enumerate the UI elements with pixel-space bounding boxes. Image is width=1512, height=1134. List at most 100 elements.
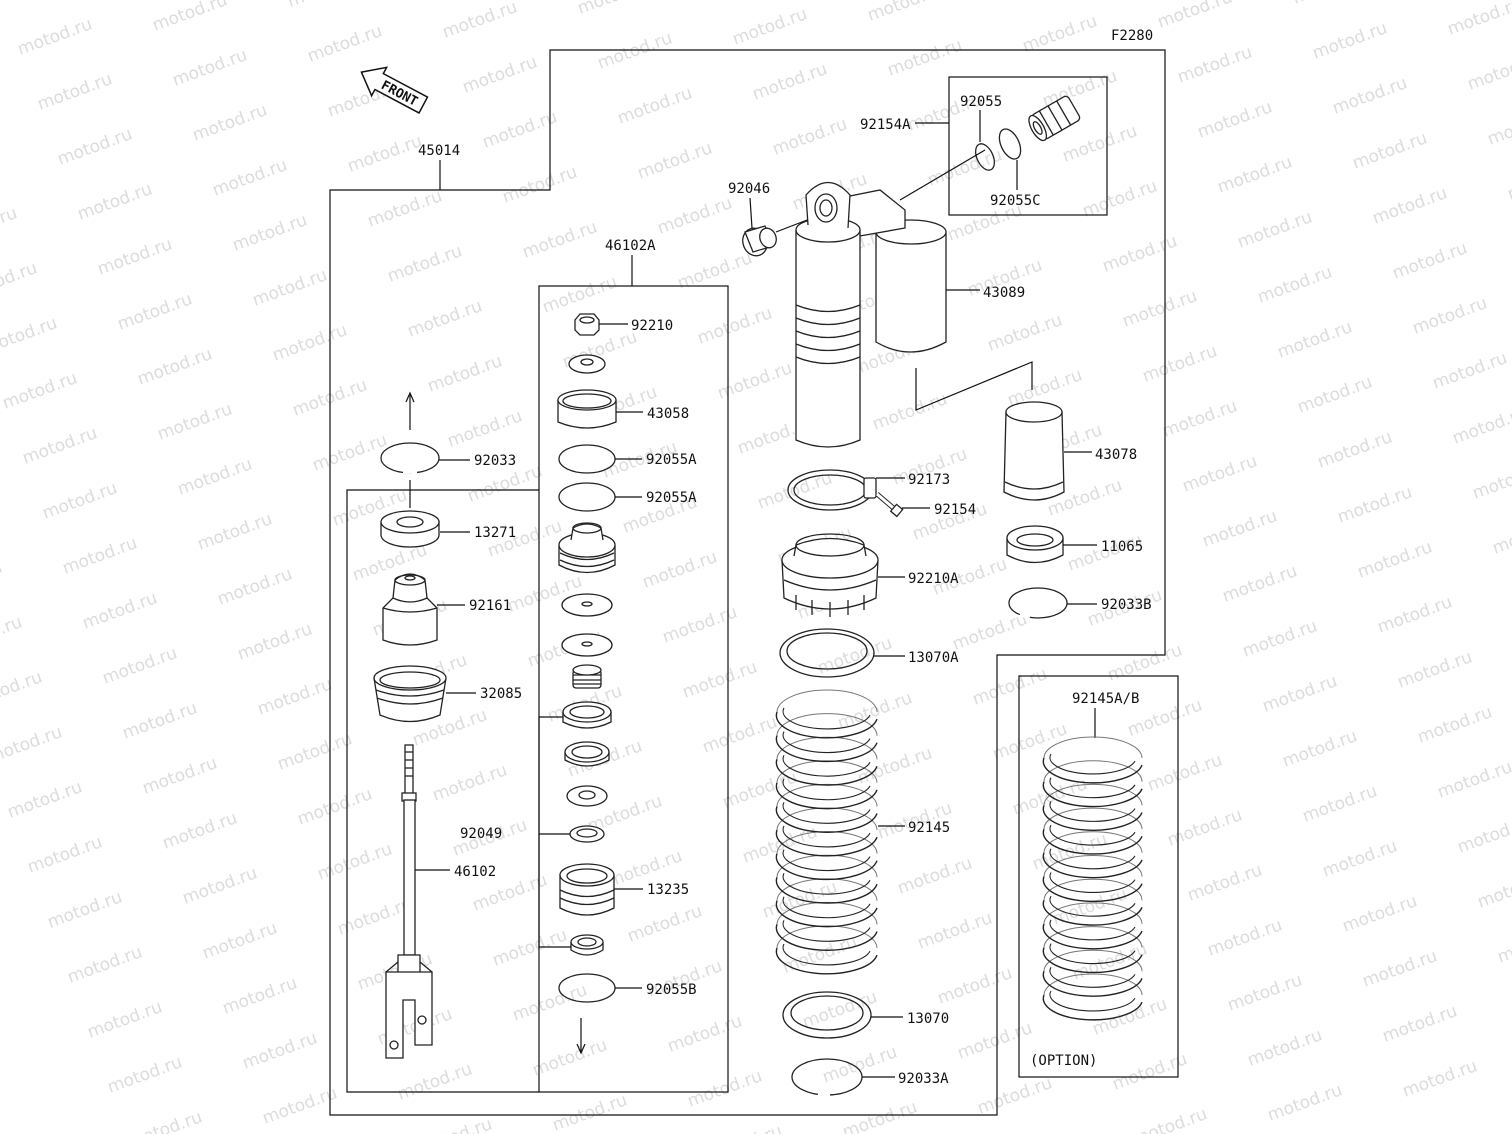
- spring-coil-front: [775, 853, 878, 881]
- label-92055a-1: 92055A: [646, 452, 697, 468]
- part-shim-stack: [572, 664, 602, 689]
- watermark-text: motod.ru: [310, 430, 390, 475]
- watermark-text: motod.ru: [1375, 592, 1455, 637]
- part-43078-reservoir-cap: [1003, 401, 1065, 501]
- watermark-text: motod.ru: [1360, 946, 1440, 991]
- watermark-text: motod.ru: [730, 4, 810, 49]
- spring-coil-back: [1043, 831, 1143, 853]
- watermark-text: motod.ru: [625, 901, 705, 946]
- watermark-text: motod.ru: [190, 100, 270, 145]
- watermark-text: motod.ru: [0, 368, 80, 413]
- watermark-text: motod.ru: [1445, 0, 1512, 40]
- watermark-text: motod.ru: [1295, 372, 1375, 417]
- label-92055: 92055: [960, 94, 1002, 110]
- label-45014: 45014: [418, 143, 460, 159]
- part-shim-1: [561, 593, 613, 617]
- watermark-text: motod.ru: [1090, 994, 1170, 1039]
- watermark-text: motod.ru: [750, 59, 830, 104]
- spring-coil-inner: [782, 707, 871, 730]
- watermark-text: motod.ru: [1165, 805, 1245, 850]
- spring-coil-inner: [782, 896, 871, 919]
- label-92161: 92161: [469, 598, 511, 614]
- spring-coil-inner: [1049, 801, 1136, 822]
- spring-coil-front: [1042, 828, 1143, 855]
- part-92210a-castle-nut: [781, 533, 879, 617]
- part-43058-bush: [557, 389, 617, 429]
- watermark-text: motod.ru: [35, 69, 115, 114]
- watermark-text: motod.ru: [1060, 121, 1140, 166]
- watermark-text: motod.ru: [635, 138, 715, 183]
- watermark-text: motod.ru: [1355, 537, 1435, 582]
- watermark-text: motod.ru: [1245, 1025, 1325, 1070]
- spring-coil-inner: [1049, 824, 1136, 846]
- watermark-text: motod.ru: [680, 657, 760, 702]
- watermark-text: motod.ru: [1455, 812, 1512, 857]
- watermark-text: motod.ru: [415, 1114, 495, 1134]
- label-92210a: 92210A: [908, 571, 959, 587]
- watermark-text: motod.ru: [1000, 0, 1080, 2]
- group-frame-46102a: [538, 285, 729, 1093]
- part-92033-snap-ring: [380, 442, 440, 474]
- part-92046-bearing: [742, 225, 777, 257]
- watermark-text: motod.ru: [60, 533, 140, 578]
- part-92173-clamp: [787, 469, 877, 511]
- watermark-text: motod.ru: [150, 0, 230, 36]
- watermark-text: motod.ru: [1220, 561, 1300, 606]
- spring-coil-front: [1042, 994, 1143, 1021]
- spring-coil-inner: [1049, 753, 1136, 775]
- watermark-text: motod.ru: [530, 1035, 610, 1080]
- watermark-text: motod.ru: [705, 1121, 785, 1134]
- spring-coil-front: [775, 900, 878, 928]
- spring-coil-front: [1042, 852, 1143, 879]
- watermark-text: motod.ru: [45, 887, 125, 932]
- watermark-text: motod.ru: [510, 980, 590, 1025]
- spring-coil-inner: [782, 825, 871, 848]
- watermark-text: motod.ru: [550, 1090, 630, 1134]
- spring-coil-inner: [1049, 943, 1136, 965]
- watermark-text: motod.ru: [500, 162, 580, 207]
- label-92154a: 92154A: [860, 117, 911, 133]
- part-washer-mid: [566, 785, 608, 807]
- label-92154: 92154: [934, 502, 976, 518]
- watermark-text: motod.ru: [1120, 286, 1200, 331]
- spring-coil-front: [775, 947, 878, 975]
- spring-coil-inner: [1049, 990, 1136, 1012]
- watermark-text: motod.ru: [1400, 1056, 1480, 1101]
- watermark-text: motod.ru: [1235, 207, 1315, 252]
- watermark-text: motod.ru: [75, 179, 155, 224]
- spring-coil-front: [1042, 947, 1143, 974]
- part-washer-top: [568, 354, 606, 374]
- label-92033a: 92033A: [898, 1071, 949, 1087]
- watermark-text: motod.ru: [970, 664, 1050, 709]
- part-92145ab-spring: [1042, 736, 1143, 1021]
- spring-coil-back: [1043, 949, 1143, 972]
- spring-coil-front: [775, 758, 878, 786]
- watermark-text: motod.ru: [640, 547, 720, 592]
- spring-coil-inner: [782, 849, 871, 872]
- spring-coil-back: [1043, 736, 1143, 759]
- watermark-text: motod.ru: [575, 0, 655, 19]
- watermark-text: motod.ru: [1260, 671, 1340, 716]
- option-frame: [1018, 675, 1179, 1078]
- label-92210: 92210: [631, 318, 673, 334]
- spring-coil-inner: [782, 802, 871, 824]
- watermark-text: motod.ru: [0, 667, 45, 712]
- part-92145-spring: [775, 689, 878, 975]
- watermark-text: motod.ru: [715, 358, 795, 403]
- watermark-text: motod.ru: [1290, 0, 1370, 9]
- watermark-text: motod.ru: [1280, 726, 1360, 771]
- spring-coil-inner: [1049, 872, 1136, 893]
- label-43058: 43058: [647, 406, 689, 422]
- part-92055a-oring-2: [558, 482, 616, 512]
- watermark-text: motod.ru: [1275, 317, 1355, 362]
- watermark-text: motod.ru: [275, 729, 355, 774]
- watermark-text: motod.ru: [0, 0, 75, 5]
- spring-coil-inner: [782, 943, 871, 966]
- spring-coil-back: [1043, 760, 1143, 782]
- spring-coil-front: [775, 711, 878, 739]
- watermark-text: motod.ru: [135, 344, 215, 389]
- label-92033: 92033: [474, 453, 516, 469]
- watermark-text: motod.ru: [695, 303, 775, 348]
- spring-coil-front: [1042, 781, 1143, 808]
